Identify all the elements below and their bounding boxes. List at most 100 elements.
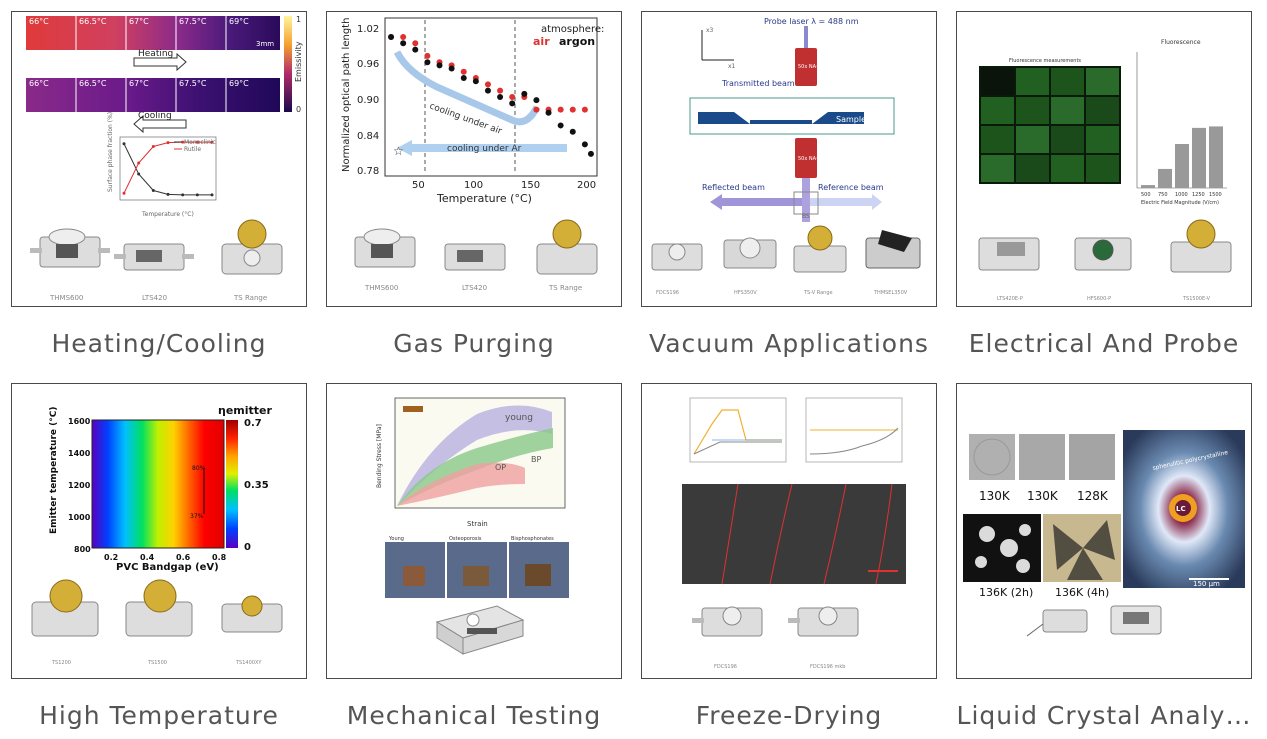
electrical-figure: Fluorescence measurements Fluorescence 5… xyxy=(978,39,1232,302)
data-point-argon xyxy=(509,100,516,107)
optical-chart-frame xyxy=(384,17,598,177)
product-images-freeze xyxy=(692,606,859,637)
xtick-1: 0.2 xyxy=(104,553,118,562)
thumbnail-gas-purging[interactable]: Normalized optical path length Temperatu… xyxy=(326,11,622,307)
thumbnail-electrical-probe[interactable]: Fluorescence measurements Fluorescence 5… xyxy=(956,11,1252,307)
temp-label-1: 130K xyxy=(979,489,1011,503)
freeze-drying-figure: FDCS196 FDCS196 mkb xyxy=(682,397,906,670)
xtick-3: 0.6 xyxy=(176,553,191,562)
bar-750 xyxy=(1158,168,1172,188)
fluorescence-chart-title: Fluorescence xyxy=(1161,39,1201,46)
product-label-2: HFS600-P xyxy=(1087,296,1111,302)
data-point-argon xyxy=(484,87,491,94)
data-point xyxy=(195,140,199,144)
vacuum-chamber-left xyxy=(698,112,750,124)
product-image-mechanical xyxy=(435,605,525,655)
data-point xyxy=(195,193,199,197)
card-title[interactable]: High Temperature xyxy=(39,701,279,730)
bar-label-1500: 1500 xyxy=(1209,192,1222,198)
bar-label-750: 750 xyxy=(1158,192,1168,198)
data-point-air xyxy=(581,106,588,113)
card-title[interactable]: Vacuum Applications xyxy=(649,329,929,358)
fluorescence-grid-title: Fluorescence measurements xyxy=(1009,58,1081,64)
phase-chart-frame xyxy=(119,136,217,201)
card-title[interactable]: Electrical And Probe xyxy=(968,329,1240,358)
vacuum-chamber-right xyxy=(812,112,864,124)
data-point-air xyxy=(400,33,407,40)
fluorescence-cell xyxy=(981,155,1014,182)
thumbnail-vacuum-applications[interactable]: x3 x1 Probe laser λ = 488 nm 50x NA=0.55… xyxy=(641,11,937,307)
fluorescence-cell xyxy=(1086,126,1119,153)
bone-photos xyxy=(385,542,569,598)
data-point-argon xyxy=(521,90,528,97)
thumbnail-high-temperature[interactable]: ηemitter 0.7 0.35 0 1600 1400 1200 1000 … xyxy=(11,383,307,679)
fluorescence-cells xyxy=(981,68,1119,182)
axis-x-label: x1 xyxy=(728,63,736,70)
axis-y-label: x3 xyxy=(706,27,714,34)
ytick-1: 1.02 xyxy=(357,24,379,35)
reference-beam-label: Reference beam xyxy=(818,183,884,192)
card-title[interactable]: Liquid Crystal Analy… xyxy=(956,701,1252,730)
strip-bottom-label-4: 67.5°C xyxy=(179,79,207,88)
thumbnail-mechanical-testing[interactable]: young BP OP Bending Stress [MPa] Strain … xyxy=(326,383,622,679)
data-point xyxy=(151,189,155,192)
data-point-air xyxy=(497,87,504,94)
bone-sample-icon xyxy=(403,406,423,412)
fluorescence-cell xyxy=(1016,97,1049,124)
stress-chart-ylabel: Bending Stress [MPa] xyxy=(376,424,383,488)
data-point-air xyxy=(533,106,540,113)
reflected-beam-arrow xyxy=(710,194,802,210)
data-point xyxy=(122,142,126,146)
bar-label-500: 500 xyxy=(1141,192,1151,198)
data-point xyxy=(122,191,126,195)
data-point-argon xyxy=(400,40,407,47)
scale-bar-label: 3mm xyxy=(256,40,274,48)
product-label-3: TS1400XY xyxy=(235,660,262,666)
data-point-argon xyxy=(533,97,540,104)
strip-top-label-2: 66.5°C xyxy=(79,17,107,26)
lc-label: LC xyxy=(1176,505,1186,513)
product-label-2: HFS350V xyxy=(734,290,757,296)
ytick-2: 1400 xyxy=(68,449,91,458)
card-title[interactable]: Gas Purging xyxy=(393,329,555,358)
bar-1000 xyxy=(1175,144,1189,188)
colorbar-label: ηemitter xyxy=(218,404,273,417)
data-point-argon xyxy=(424,59,431,66)
legend-rutile: Rutile xyxy=(184,146,201,153)
fluorescence-cell xyxy=(1051,126,1084,153)
fluorescence-cell xyxy=(1086,155,1119,182)
data-point-air xyxy=(412,40,419,47)
data-point-argon xyxy=(472,78,479,85)
micrograph-1 xyxy=(969,434,1015,480)
data-point-argon xyxy=(412,46,419,53)
liquid-crystal-figure: 130K 130K 128K 136K (2h) 136K (4h) LC sp… xyxy=(963,430,1245,637)
product-label-2: LTS420 xyxy=(462,284,487,292)
xtick-4: 0.8 xyxy=(212,553,227,562)
bar-500 xyxy=(1141,185,1155,188)
label-op: OP xyxy=(495,463,506,472)
product-label-2: LTS420 xyxy=(142,294,167,302)
thumbnail-heating-cooling[interactable]: 66°C 66.5°C 67°C 67.5°C 69°C 66°C 66.5°C… xyxy=(11,11,307,307)
card-title[interactable]: Heating/Cooling xyxy=(51,329,267,358)
product-label-1: FDCS196 xyxy=(714,664,737,670)
fluorescence-cell xyxy=(1051,155,1084,182)
data-point-air xyxy=(569,106,576,113)
efficiency-colorbar xyxy=(226,420,238,548)
cooling-under-ar-arrow xyxy=(397,140,567,156)
phase-chart-ylabel: Surface phase fraction (%) xyxy=(107,112,114,192)
bar-1500 xyxy=(1209,126,1223,188)
product-images-vacuum xyxy=(651,225,921,273)
card-title[interactable]: Freeze-Drying xyxy=(695,701,883,730)
bar-label-1250: 1250 xyxy=(1192,192,1205,198)
cooling-under-air-arrow xyxy=(393,50,541,126)
card-title[interactable]: Mechanical Testing xyxy=(346,701,602,730)
data-point-air xyxy=(460,68,467,75)
mechanical-figure: young BP OP Bending Stress [MPa] Strain … xyxy=(376,397,569,655)
heatmap-xlabel: PVC Bandgap (eV) xyxy=(116,562,219,573)
ytick-2: 0.96 xyxy=(357,59,379,70)
thumbnail-freeze-drying[interactable]: FDCS196 FDCS196 mkb xyxy=(641,383,937,679)
xtick-2: 100 xyxy=(464,180,483,191)
thumbnail-liquid-crystal[interactable]: 130K 130K 128K 136K (2h) 136K (4h) LC sp… xyxy=(956,383,1252,679)
